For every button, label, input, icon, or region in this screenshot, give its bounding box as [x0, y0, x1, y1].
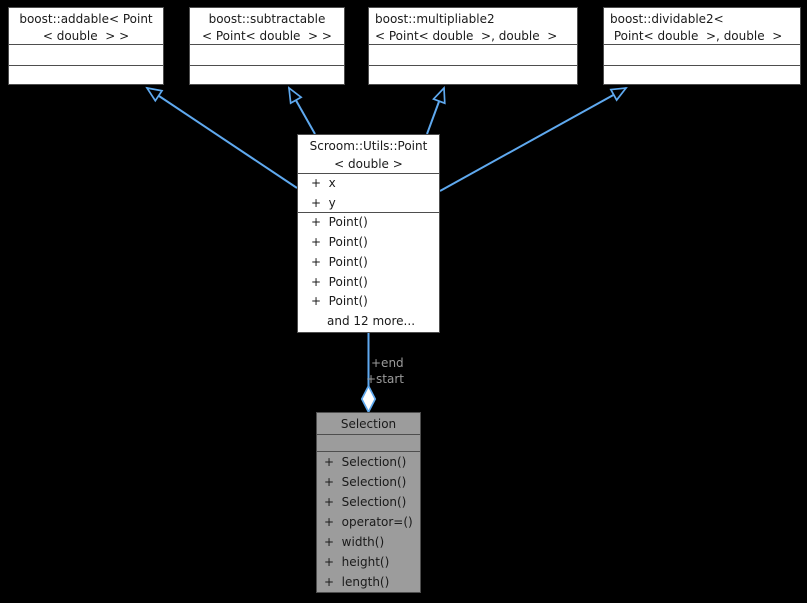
class-title: boost::multipliable2 < Point< double >, …: [369, 8, 577, 44]
attributes-compartment: [317, 434, 420, 451]
attribute-row: + x: [311, 176, 336, 191]
class-title-line2: < Point< double > >: [202, 28, 332, 43]
class-title-line1: Selection: [340, 417, 397, 431]
method-row: + operator=(): [324, 515, 413, 529]
class-title-line1: boost::multipliable2: [375, 12, 495, 26]
class-title-line1: boost::subtractable: [208, 12, 326, 26]
method-row: + Selection(): [324, 455, 407, 469]
edge-label-start: +start: [366, 372, 405, 386]
class-title-line1: boost::addable< Point: [19, 12, 153, 26]
attributes-compartment: [9, 44, 163, 65]
method-row: + Point(): [311, 215, 368, 230]
inheritance-edge-dividable: [439, 88, 626, 192]
methods-compartment: + Point() + Point() + Point() + Point() …: [298, 212, 439, 332]
aggregation-diamond-icon: [360, 384, 377, 414]
class-title: boost::subtractable < Point< double > >: [190, 8, 344, 44]
methods-compartment: [369, 65, 577, 84]
class-title: Scroom::Utils::Point < double >: [298, 135, 439, 173]
attribute-row: + y: [311, 195, 336, 210]
method-row: + height(): [324, 555, 390, 569]
methods-compartment: [9, 65, 163, 84]
method-row: + Selection(): [324, 495, 407, 509]
class-node-boost-addable[interactable]: boost::addable< Point < double > >: [8, 7, 164, 85]
methods-compartment: [190, 65, 344, 84]
class-title-line2: < double >: [334, 157, 403, 171]
method-row-more: and 12 more...: [327, 314, 416, 329]
inheritance-edge-subtractable: [289, 88, 316, 135]
method-row: + Selection(): [324, 475, 407, 489]
method-row: + width(): [324, 535, 385, 549]
edge-label-end: +end: [371, 356, 404, 370]
method-row: + length(): [324, 575, 390, 589]
class-node-scroom-utils-point[interactable]: Scroom::Utils::Point < double > + x + y …: [297, 134, 440, 333]
class-node-boost-dividable2[interactable]: boost::dividable2< Point< double >, doub…: [603, 7, 801, 85]
class-title-line1: Scroom::Utils::Point: [309, 139, 428, 153]
class-title-line2: < double > >: [42, 28, 130, 43]
attributes-compartment: [369, 44, 577, 65]
class-title-line1: boost::dividable2<: [610, 12, 724, 26]
method-row: + Point(): [311, 274, 368, 289]
class-node-boost-subtractable[interactable]: boost::subtractable < Point< double > >: [189, 7, 345, 85]
class-node-boost-multipliable2[interactable]: boost::multipliable2 < Point< double >, …: [368, 7, 578, 85]
method-row: + Point(): [311, 235, 368, 250]
class-title-line2: < Point< double >, double >: [375, 28, 558, 43]
class-node-selection[interactable]: Selection + Selection() + Selection() + …: [316, 412, 421, 593]
class-title: boost::dividable2< Point< double >, doub…: [604, 8, 800, 44]
attributes-compartment: + x + y: [298, 173, 439, 212]
attributes-compartment: [604, 44, 800, 65]
inheritance-edge-addable: [147, 88, 298, 189]
inheritance-edge-multipliable: [426, 88, 444, 135]
class-title: boost::addable< Point < double > >: [9, 8, 163, 44]
methods-compartment: [604, 65, 800, 84]
methods-compartment: + Selection() + Selection() + Selection(…: [317, 451, 420, 592]
class-title-line2: Point< double >, double >: [610, 28, 783, 43]
method-row: + Point(): [311, 294, 368, 309]
attributes-compartment: [190, 44, 344, 65]
method-row: + Point(): [311, 254, 368, 269]
class-title: Selection: [317, 413, 420, 434]
